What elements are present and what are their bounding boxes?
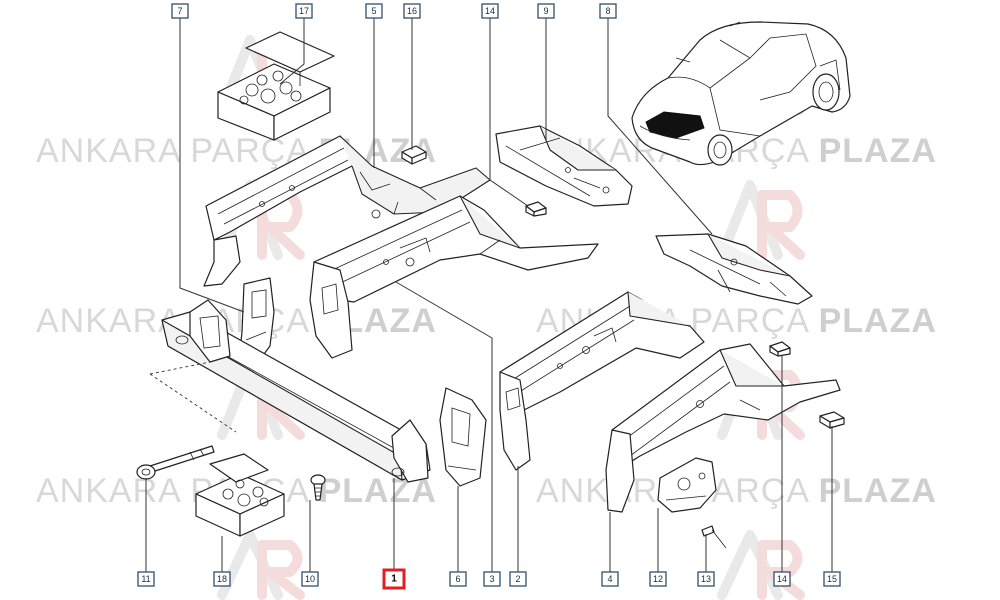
part-17-clip-box xyxy=(217,31,335,141)
callout-9[interactable]: 9 xyxy=(537,3,555,19)
svg-text:3: 3 xyxy=(489,574,494,584)
watermark-text: ANKARA PARÇA PLAZA xyxy=(36,132,437,170)
callout-6[interactable]: 6 xyxy=(449,571,467,587)
svg-text:13: 13 xyxy=(701,574,711,584)
callout-17[interactable]: 17 xyxy=(295,3,313,19)
part-13-screw xyxy=(701,525,727,549)
callout-12[interactable]: 12 xyxy=(649,571,667,587)
callout-18[interactable]: 18 xyxy=(213,571,231,587)
part-14-clip-right xyxy=(769,341,791,357)
svg-text:5: 5 xyxy=(371,6,376,16)
part-18-clip-box xyxy=(195,453,285,537)
part-5-upper-rail xyxy=(203,135,491,287)
watermark-logo xyxy=(717,180,805,260)
callout-2[interactable]: 2 xyxy=(509,571,527,587)
svg-text:18: 18 xyxy=(217,574,227,584)
svg-text:9: 9 xyxy=(543,6,548,16)
svg-text:8: 8 xyxy=(605,6,610,16)
callout-4[interactable]: 4 xyxy=(601,571,619,587)
part-16-clip xyxy=(401,145,427,165)
car-thumbnail xyxy=(631,21,851,166)
part-3-front-side-member xyxy=(309,195,599,359)
part-15-clip xyxy=(819,411,845,429)
part-1-bumper-beam xyxy=(149,299,431,483)
callout-5[interactable]: 5 xyxy=(365,3,383,19)
svg-text:12: 12 xyxy=(653,574,663,584)
svg-text:17: 17 xyxy=(299,6,309,16)
callout-11[interactable]: 11 xyxy=(137,571,155,587)
svg-text:15: 15 xyxy=(827,574,837,584)
callout-7[interactable]: 7 xyxy=(171,3,189,19)
callout-13[interactable]: 13 xyxy=(697,571,715,587)
callout-10[interactable]: 10 xyxy=(301,571,319,587)
watermark-logo xyxy=(217,530,305,600)
svg-text:7: 7 xyxy=(177,6,182,16)
svg-text:10: 10 xyxy=(305,574,315,584)
part-8-floor-section xyxy=(655,233,813,305)
part-4-inner-wing-panel xyxy=(605,343,841,513)
svg-text:6: 6 xyxy=(455,574,460,584)
svg-text:1: 1 xyxy=(391,574,397,585)
part-12-mounting-plate xyxy=(657,457,717,513)
callout-3[interactable]: 3 xyxy=(483,571,501,587)
callout-16[interactable]: 16 xyxy=(403,3,421,19)
svg-text:14: 14 xyxy=(777,574,787,584)
watermark-text: ANKARA PARÇA PLAZA xyxy=(536,472,937,510)
leader-lines xyxy=(145,18,833,580)
callout-8[interactable]: 8 xyxy=(599,3,617,19)
callout-14-top[interactable]: 14 xyxy=(481,3,499,19)
callouts: 7 17 5 16 14 9 8 11 xyxy=(137,3,841,590)
callout-15[interactable]: 15 xyxy=(823,571,841,587)
callout-1-highlighted[interactable]: 1 xyxy=(382,568,406,590)
part-10-bolt xyxy=(310,474,326,501)
svg-text:4: 4 xyxy=(607,574,612,584)
watermark-text: ANKARA PARÇA PLAZA xyxy=(36,302,437,340)
callout-14-bottom[interactable]: 14 xyxy=(773,571,791,587)
part-6-bracket xyxy=(439,387,487,487)
part-14-clip-top xyxy=(525,201,547,217)
svg-text:2: 2 xyxy=(515,574,520,584)
svg-text:14: 14 xyxy=(485,6,495,16)
svg-text:11: 11 xyxy=(141,574,150,584)
part-9-cross-member xyxy=(495,125,633,207)
svg-text:16: 16 xyxy=(407,6,417,16)
part-2-front-side-member xyxy=(499,291,705,471)
